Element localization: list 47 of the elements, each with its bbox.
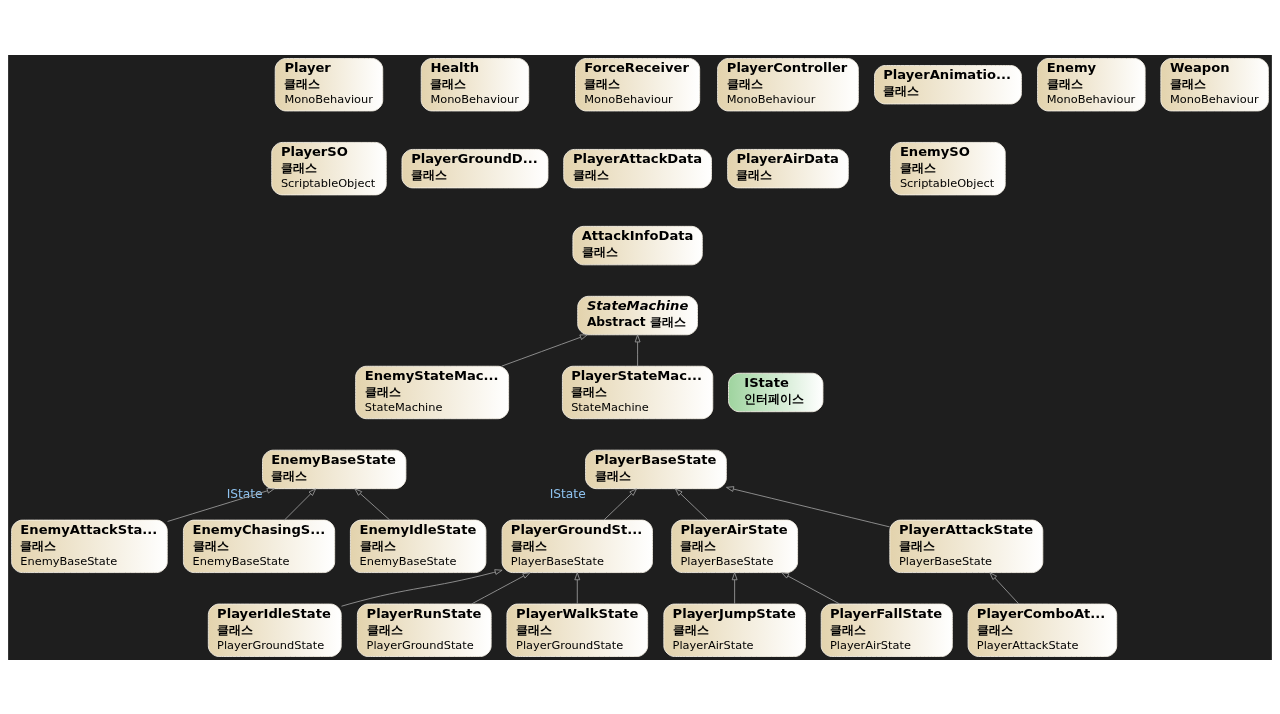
arrow <box>574 571 581 604</box>
node-box: ForceReceiver 클래스 MonoBehaviour <box>575 57 701 111</box>
arrow <box>354 487 391 520</box>
node-box: StateMachine Abstract 클래스 <box>577 295 698 335</box>
node-box: EnemyIdleState 클래스 EnemyBaseState <box>349 519 487 573</box>
node-box: PlayerAirState 클래스 PlayerBaseState <box>671 519 799 573</box>
arrow <box>726 485 891 527</box>
arrow <box>341 568 503 607</box>
arrow <box>989 571 1020 604</box>
arrow <box>167 487 275 522</box>
node-box: PlayerWalkState 클래스 PlayerGroundState <box>506 603 649 657</box>
node-box: PlayerAttackState 클래스 PlayerBaseState <box>889 519 1044 573</box>
node-box: PlayerGroundD... 클래스 <box>401 148 549 188</box>
node-box: PlayerBaseState 클래스 <box>585 449 727 489</box>
node-box: EnemyChasingS... 클래스 EnemyBaseState <box>182 519 336 573</box>
node-box: EnemyBaseState 클래스 <box>262 449 407 489</box>
arrow <box>674 487 709 520</box>
node-box: PlayerJumpState 클래스 PlayerAirState <box>663 603 806 657</box>
node-box: PlayerStateMac... 클래스 StateMachine <box>561 365 714 419</box>
node-label: IState <box>226 486 263 501</box>
node-box: IState 인터페이스 <box>728 372 824 412</box>
node-box: PlayerIdleState 클래스 PlayerGroundState <box>207 603 342 657</box>
node-box: Health 클래스 MonoBehaviour <box>420 57 530 111</box>
node-box: Enemy 클래스 MonoBehaviour <box>1037 57 1146 111</box>
node-box: EnemySO 클래스 ScriptableObject <box>890 141 1006 195</box>
node-box: Weapon 클래스 MonoBehaviour <box>1160 57 1269 111</box>
node-box: PlayerAttackData 클래스 <box>563 148 712 188</box>
node-box: PlayerFallState 클래스 PlayerAirState <box>820 603 953 657</box>
arrow <box>731 571 738 604</box>
arrow <box>501 333 588 367</box>
node-box: AttackInfoData 클래스 <box>572 225 703 265</box>
node-box: EnemyStateMac... 클래스 StateMachine <box>355 365 510 419</box>
node-box: PlayerAnimatio... 클래스 <box>874 64 1022 104</box>
node-box: PlayerRunState 클래스 PlayerGroundState <box>356 603 492 657</box>
node-box: Player 클래스 MonoBehaviour <box>274 57 384 111</box>
node-label: IState <box>549 486 586 501</box>
arrow <box>781 571 840 604</box>
node-box: PlayerAirData 클래스 <box>727 148 849 188</box>
node-box: PlayerController 클래스 MonoBehaviour <box>717 57 859 111</box>
arrow <box>603 487 637 520</box>
arrow <box>284 487 317 520</box>
node-box: EnemyAttackSta... 클래스 EnemyBaseState <box>11 519 168 573</box>
node-box: PlayerGroundSt... 클래스 PlayerBaseState <box>501 519 653 573</box>
node-box: PlayerSO 클래스 ScriptableObject <box>271 141 387 195</box>
node-box: PlayerComboAt... 클래스 PlayerAttackState <box>967 603 1118 657</box>
arrow <box>634 334 641 367</box>
arrow <box>471 571 531 604</box>
